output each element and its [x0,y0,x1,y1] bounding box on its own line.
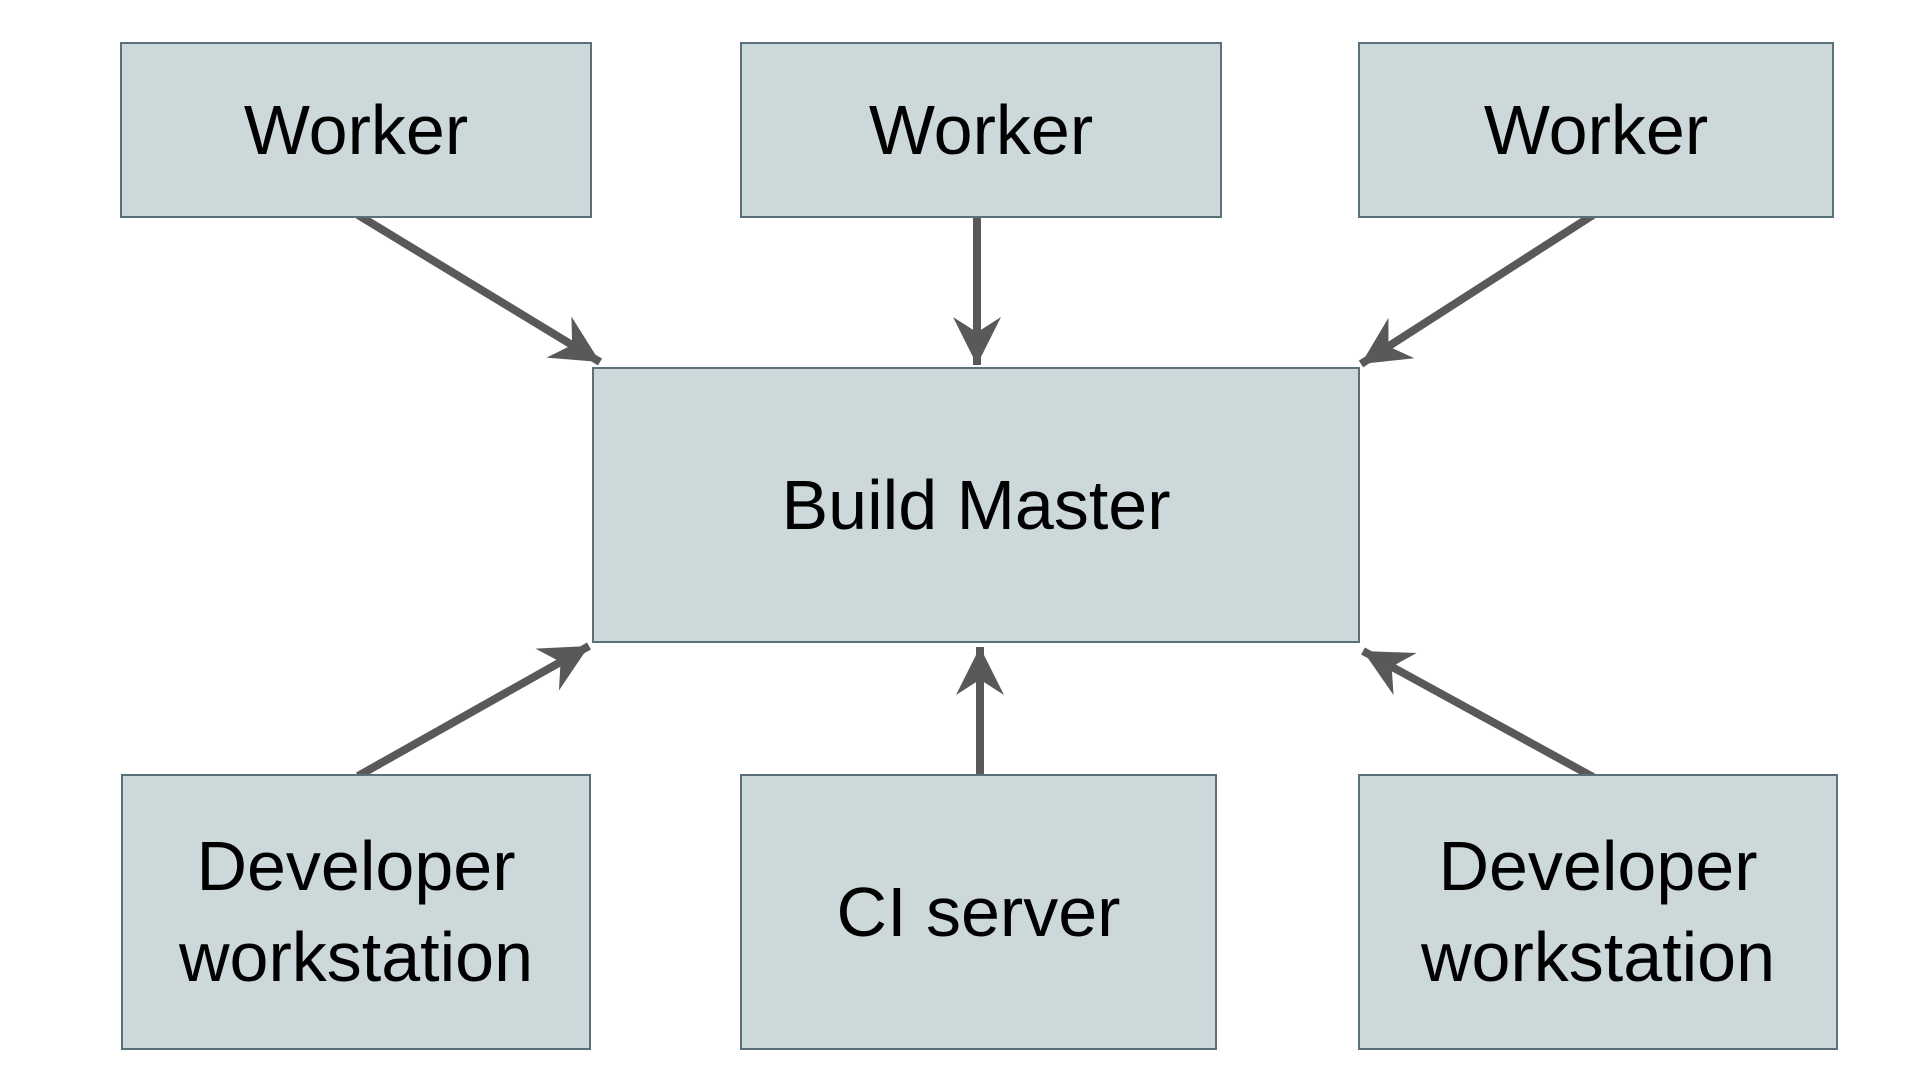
node-ci-server: CI server [740,774,1217,1050]
node-label: Worker [243,90,469,169]
node-developer-workstation-right: Developer workstation [1358,774,1838,1050]
node-label: Build Master [781,465,1171,544]
node-build-master: Build Master [592,367,1360,643]
node-worker-top-left: Worker [120,42,592,218]
node-label: Worker [1483,90,1709,169]
arrow-worker-top-right-to-build-master [1358,211,1596,368]
node-worker-top-right: Worker [1358,42,1834,218]
node-label: Developer workstation [178,827,534,996]
arrow-dev-workstation-right-to-build-master [1361,647,1595,781]
arrow-dev-workstation-left-to-build-master [356,642,591,780]
node-worker-top-center: Worker [740,42,1222,218]
node-label: Developer workstation [1420,827,1776,996]
node-label: Worker [868,90,1094,169]
node-label: CI server [836,872,1121,951]
node-developer-workstation-left: Developer workstation [121,774,591,1050]
arrow-worker-top-left-to-build-master [355,211,603,366]
